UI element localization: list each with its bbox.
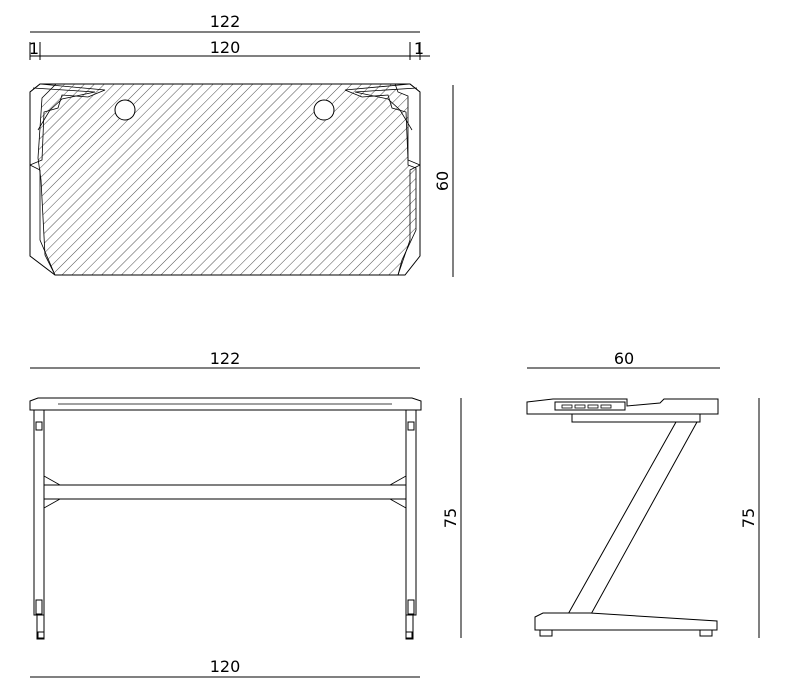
side-base-foot (534, 612, 718, 631)
front-top-width-dimension: 122 (30, 349, 420, 369)
front-top-width-label: 122 (210, 349, 241, 368)
top-overall-width-dimension: 122 (30, 12, 420, 33)
top-overall-width-label: 122 (210, 12, 241, 31)
side-depth-dimension: 60 (527, 349, 720, 369)
side-port-strip (554, 401, 626, 411)
front-bottom-width-dimension: 120 (30, 657, 420, 678)
right-corner-wing (344, 83, 421, 166)
desktop-surface-hatch (37, 83, 417, 276)
side-back-glide (699, 629, 713, 637)
top-width-dimension: 1 120 1 (29, 38, 430, 60)
front-left-leg (33, 409, 45, 640)
top-depth-dimension: 60 (433, 85, 454, 277)
right-wing-detail (354, 87, 418, 131)
left-cable-hole (114, 99, 136, 121)
front-right-brace (389, 475, 407, 509)
top-view: 122 1 120 1 60 (29, 12, 454, 277)
side-z-leg (566, 421, 698, 617)
side-ports (561, 404, 612, 409)
left-wing-detail (32, 87, 96, 131)
front-bottom-width-label: 120 (210, 657, 241, 676)
side-front-glide (539, 629, 553, 637)
front-left-brace (43, 475, 61, 509)
side-depth-label: 60 (614, 349, 634, 368)
left-overhang-label: 1 (29, 39, 39, 58)
front-view: 122 75 120 (29, 349, 462, 678)
left-side-detail (29, 164, 56, 276)
top-depth-label: 60 (433, 171, 452, 191)
side-under-shelf (571, 413, 701, 423)
side-height-label: 75 (739, 508, 758, 528)
front-right-leg (405, 409, 417, 640)
left-corner-wing (29, 83, 106, 166)
right-cable-hole (313, 99, 335, 121)
side-height-dimension: 75 (739, 398, 760, 638)
right-side-detail (397, 164, 421, 276)
side-view: 60 75 (526, 349, 760, 638)
front-crossbar (43, 484, 407, 500)
right-overhang-label: 1 (414, 39, 424, 58)
front-height-dimension: 75 (441, 398, 462, 638)
front-height-label: 75 (441, 508, 460, 528)
top-width-label: 120 (210, 38, 241, 57)
